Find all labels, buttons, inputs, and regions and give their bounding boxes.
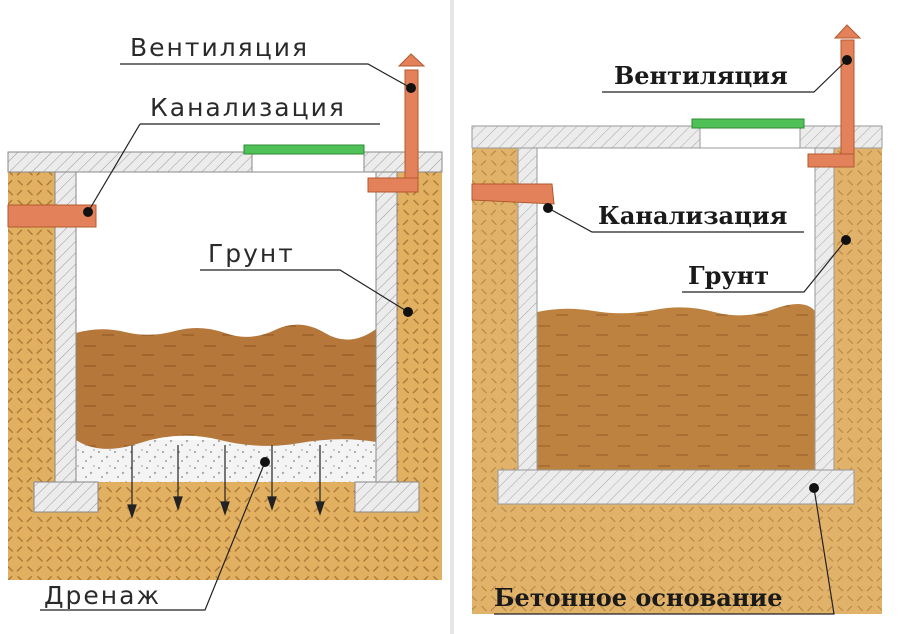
- waste-layer-right: [537, 303, 815, 470]
- leader-lines-right: [494, 59, 848, 615]
- leader-dots-left: [83, 83, 416, 467]
- label-ventilation-right: Вентиляция: [614, 61, 788, 90]
- leader-lines-left: [40, 63, 412, 611]
- label-drainage-left: Дренаж: [44, 581, 161, 610]
- hatch-lid-right: [691, 118, 805, 129]
- label-ventilation-left: Вентиляция: [130, 33, 309, 62]
- diagram-left-svg: Вентиляция Канализация Грунт Дренаж: [7, 33, 443, 611]
- label-sewage-left: Канализация: [150, 93, 346, 122]
- concrete-base: [497, 469, 855, 505]
- diagram-sealed-pit: Вентиляция Канализация Грунт Бетонное ос…: [454, 0, 907, 634]
- slab-left: [7, 151, 443, 173]
- hatch-opening-right: [699, 125, 801, 149]
- hatch-lid-left: [243, 144, 365, 155]
- sewage-pipe-left: [7, 204, 97, 228]
- gravel-layer: [76, 440, 376, 482]
- slab-right: [471, 125, 883, 149]
- hatch-opening-left: [251, 151, 365, 173]
- panel-divider: [450, 0, 454, 634]
- vent-pipe-right: [807, 24, 862, 168]
- wall-left-r: [375, 171, 398, 483]
- sewage-pipe-right: [471, 183, 555, 205]
- footing-left-r: [354, 481, 420, 513]
- drainage-arrows: [127, 445, 325, 519]
- label-soil-left: Грунт: [208, 239, 295, 268]
- label-base-right: Бетонное основание: [494, 583, 782, 612]
- footing-left-l: [33, 481, 99, 513]
- wall-right-r: [814, 147, 835, 471]
- diagram-drainage-pit: Вентиляция Канализация Грунт Дренаж: [0, 0, 450, 634]
- label-sewage-right: Канализация: [598, 201, 787, 230]
- waste-layer-left: [76, 324, 376, 449]
- diagram-right-svg: Вентиляция Канализация Грунт Бетонное ос…: [471, 24, 883, 615]
- leader-dots-right: [543, 55, 852, 493]
- label-soil-right: Грунт: [688, 261, 769, 290]
- vent-pipe-left: [367, 53, 426, 193]
